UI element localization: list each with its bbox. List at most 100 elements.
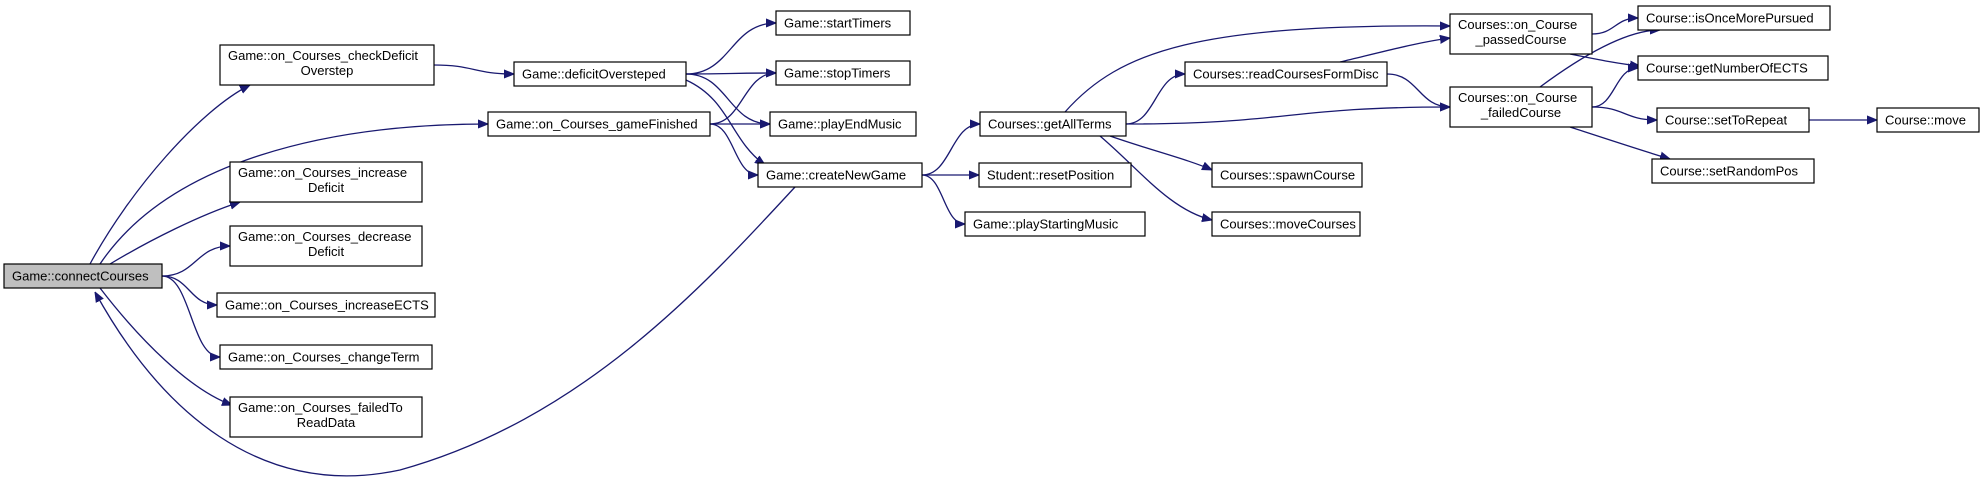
node-box	[1449, 13, 1593, 55]
node-startTimers[interactable]: Game::startTimers	[775, 10, 911, 36]
node-box	[1211, 162, 1363, 188]
node-moveCourses[interactable]: Courses::moveCourses	[1211, 211, 1361, 237]
edge-createNewGame-to-getAllTerms	[921, 124, 981, 176]
edge-deficitOversteped-to-stopTimers	[685, 73, 776, 74]
node-createNewGame[interactable]: Game::createNewGame	[757, 162, 923, 188]
node-failedCourse[interactable]: Courses::on_Course_failedCourse	[1449, 86, 1593, 128]
edge-gameFinished-to-stopTimers	[709, 73, 776, 125]
node-box	[964, 211, 1146, 237]
edge-connectCourses-to-failedToRead	[99, 287, 232, 405]
node-box	[775, 60, 911, 86]
edge-layer	[89, 18, 1877, 477]
node-changeTerm[interactable]: Game::on_Courses_changeTerm	[219, 344, 433, 370]
node-box	[219, 344, 433, 370]
node-box	[229, 225, 423, 267]
node-label: Course::setToRepeat	[1665, 113, 1788, 128]
node-label: _passedCourse	[1474, 32, 1566, 47]
node-gameFinished[interactable]: Game::on_Courses_gameFinished	[487, 111, 711, 137]
edge-getAllTerms-to-spawnCourse	[1109, 135, 1212, 171]
node-box	[1211, 211, 1361, 237]
edge-readCourses-to-passedCourse	[1339, 38, 1450, 63]
edge-getAllTerms-to-moveCourses	[1099, 135, 1212, 220]
node-label: Game::on_Courses_increase	[238, 165, 407, 180]
edge-failedCourse-to-getNumberECTS	[1591, 68, 1639, 108]
node-label: Student::resetPosition	[987, 168, 1114, 183]
edge-deficitOversteped-to-createNewGame	[685, 79, 765, 165]
node-box	[1637, 55, 1829, 81]
node-readCourses[interactable]: Courses::readCoursesFormDisc	[1184, 61, 1388, 87]
node-label: Course::setRandomPos	[1660, 164, 1799, 179]
node-label: Courses::moveCourses	[1220, 217, 1356, 232]
node-box	[216, 292, 436, 318]
node-box	[229, 396, 423, 438]
node-label: Game::playStartingMusic	[973, 217, 1119, 232]
node-box	[1449, 86, 1593, 128]
node-label: Deficit	[308, 180, 345, 195]
node-box	[487, 111, 711, 137]
node-box	[1651, 158, 1815, 184]
node-box	[3, 263, 163, 289]
edge-getAllTerms-to-passedCourse	[1064, 26, 1450, 113]
node-label: Game::connectCourses	[12, 269, 149, 284]
edge-failedCourse-to-setRandomPos	[1569, 126, 1670, 159]
edge-passedCourse-to-isOnceMore	[1591, 18, 1638, 35]
node-label: _failedCourse	[1480, 105, 1561, 120]
node-layer: Game::connectCourses Game::on_Courses_che…	[3, 5, 1980, 438]
edge-connectCourses-to-increaseDeficit	[109, 202, 240, 265]
node-playEndMusic[interactable]: Game::playEndMusic	[769, 111, 917, 137]
edge-deficitOversteped-to-playEndMusic	[685, 73, 770, 124]
edge-failedCourse-to-isOnceMore	[1539, 30, 1660, 88]
node-label: Game::deficitOversteped	[522, 67, 666, 82]
edge-checkDeficit-to-deficitOversteped	[433, 64, 514, 74]
node-passedCourse[interactable]: Courses::on_Course_passedCourse	[1449, 13, 1593, 55]
edge-failedCourse-to-setToRepeat	[1591, 106, 1657, 120]
node-label: Deficit	[308, 244, 345, 259]
node-box	[229, 161, 423, 203]
edge-connectCourses-to-increaseECTS	[161, 275, 217, 305]
node-stopTimers[interactable]: Game::stopTimers	[775, 60, 911, 86]
node-label: Courses::getAllTerms	[988, 117, 1112, 132]
edge-createNewGame-to-connectCourses	[95, 186, 796, 477]
node-label: Course::move	[1885, 113, 1966, 128]
node-label: Courses::on_Course	[1458, 90, 1577, 105]
node-label: Game::on_Courses_decrease	[238, 229, 411, 244]
node-label: Courses::spawnCourse	[1220, 168, 1355, 183]
edge-readCourses-to-failedCourse	[1386, 73, 1450, 107]
node-getNumberECTS[interactable]: Course::getNumberOfECTS	[1637, 55, 1829, 81]
node-label: Game::on_Courses_gameFinished	[496, 117, 698, 132]
node-move[interactable]: Course::move	[1876, 107, 1980, 133]
node-isOnceMore[interactable]: Course::isOnceMorePursued	[1637, 5, 1831, 31]
node-box	[1184, 61, 1388, 87]
node-box	[1876, 107, 1980, 133]
node-box	[979, 111, 1127, 137]
edge-getAllTerms-to-failedCourse	[1125, 107, 1450, 125]
node-label: ReadData	[297, 415, 356, 430]
node-spawnCourse[interactable]: Courses::spawnCourse	[1211, 162, 1363, 188]
node-connectCourses[interactable]: Game::connectCourses	[3, 263, 163, 289]
node-box	[1656, 107, 1810, 133]
node-label: Game::playEndMusic	[778, 117, 902, 132]
node-resetPosition[interactable]: Student::resetPosition	[978, 162, 1132, 188]
edge-connectCourses-to-decreaseDeficit	[161, 246, 230, 277]
node-setRandomPos[interactable]: Course::setRandomPos	[1651, 158, 1815, 184]
node-label: Courses::readCoursesFormDisc	[1193, 67, 1379, 82]
node-increaseECTS[interactable]: Game::on_Courses_increaseECTS	[216, 292, 436, 318]
node-label: Overstep	[301, 63, 354, 78]
node-label: Course::getNumberOfECTS	[1646, 61, 1808, 76]
node-box	[1637, 5, 1831, 31]
node-getAllTerms[interactable]: Courses::getAllTerms	[979, 111, 1127, 137]
node-setToRepeat[interactable]: Course::setToRepeat	[1656, 107, 1810, 133]
edge-deficitOversteped-to-startTimers	[685, 23, 776, 75]
node-label: Courses::on_Course	[1458, 17, 1577, 32]
node-box	[513, 61, 687, 87]
node-label: Game::createNewGame	[766, 168, 906, 183]
node-label: Course::isOnceMorePursued	[1646, 11, 1814, 26]
node-deficitOversteped[interactable]: Game::deficitOversteped	[513, 61, 687, 87]
node-playStartingMusic[interactable]: Game::playStartingMusic	[964, 211, 1146, 237]
node-label: Game::on_Courses_changeTerm	[228, 350, 420, 365]
